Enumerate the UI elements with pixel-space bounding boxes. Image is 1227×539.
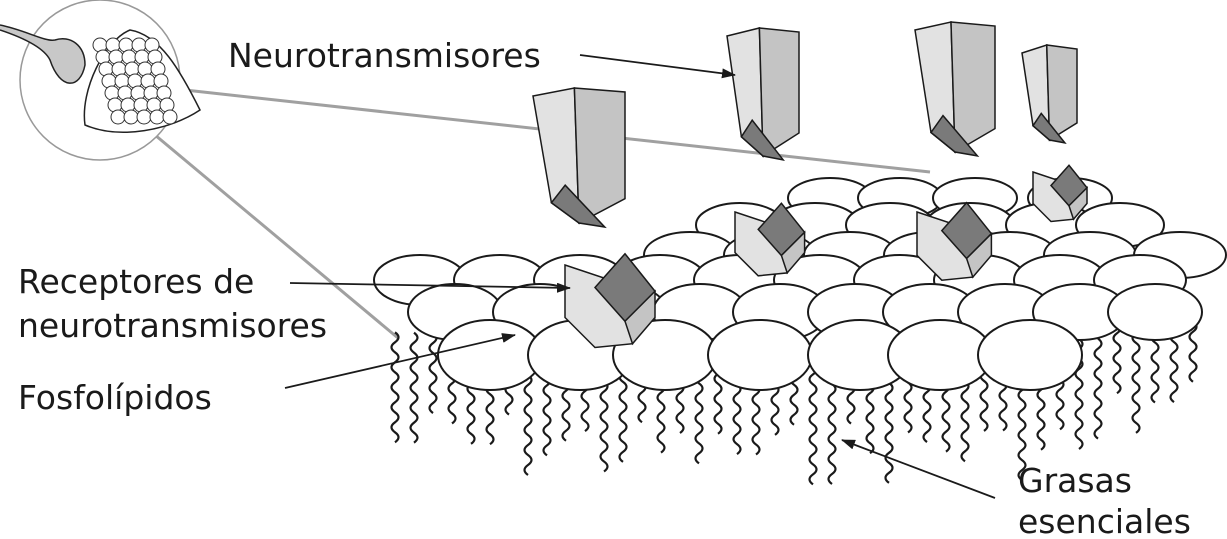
inset-cell <box>110 109 126 125</box>
phospholipid-head <box>887 319 993 391</box>
phospholipid-head <box>1107 283 1203 341</box>
inset-cell <box>149 109 165 125</box>
receptors-label-line1: Receptores de <box>18 262 255 301</box>
inset-cell <box>123 109 139 125</box>
receptor-prism <box>734 202 806 277</box>
fat-tail <box>428 332 438 414</box>
fat-tail <box>390 331 400 444</box>
neurotransmitters-label: Neurotransmisores <box>228 36 541 75</box>
neurotransmitter-prism <box>532 87 626 229</box>
neurotransmitter-arrow <box>579 54 736 79</box>
receptor-prism <box>916 201 993 281</box>
synapse-inset <box>0 0 201 161</box>
receptor-arrow <box>289 282 571 293</box>
phospholipids-label: Fosfolípidos <box>18 378 212 417</box>
receptors-label-line2: neurotransmisores <box>18 306 328 345</box>
inset-cell <box>136 109 152 125</box>
neurotransmitter-prism <box>726 27 800 161</box>
fats-label-line2: esenciales <box>1018 502 1191 539</box>
inset-cell <box>162 109 178 125</box>
fat-tail <box>1093 337 1103 440</box>
neurotransmitter-prisms <box>532 21 1089 349</box>
neurotransmitter-prism <box>914 21 996 157</box>
fat-arrow <box>841 439 996 499</box>
phospholipid-head <box>437 319 543 391</box>
phospholipid-arrow <box>284 333 516 389</box>
phospholipid-head <box>707 319 813 391</box>
receptor-prism <box>1032 164 1089 223</box>
neurotransmitter-prism <box>1021 43 1078 144</box>
label-arrows <box>284 54 996 499</box>
fats-label-line1: Grasas <box>1018 461 1132 500</box>
phospholipid-head <box>977 319 1083 391</box>
fat-tail <box>409 331 419 444</box>
receptor-prism <box>564 252 657 349</box>
